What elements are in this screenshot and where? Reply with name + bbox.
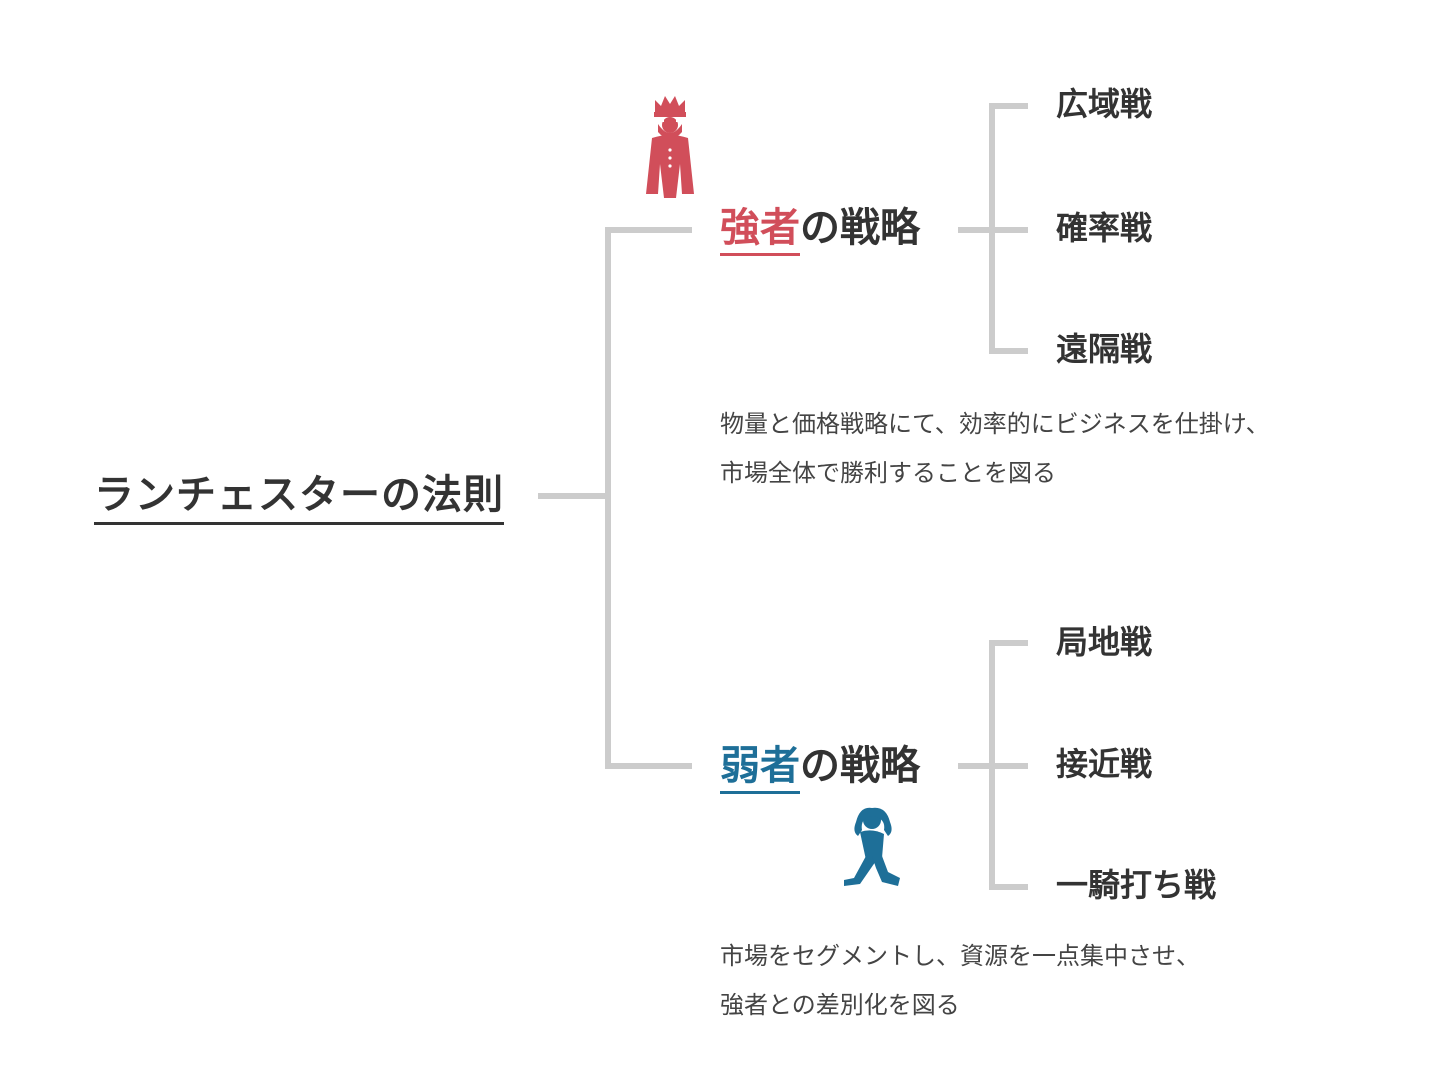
root-title: ランチェスターの法則: [94, 472, 504, 525]
weak-strategy-title: 弱者の戦略: [720, 743, 920, 794]
strong-description-line-2: 市場全体で勝利することを図る: [720, 459, 1056, 487]
weak-description-line-1: 市場をセグメントし、資源を一点集中させ、: [720, 942, 1200, 970]
weak-description-line-2: 強者との差別化を図る: [720, 991, 960, 1019]
struggling-person-icon: [844, 807, 900, 886]
tactic-local: 局地戦: [1056, 623, 1153, 661]
tactic-long-range: 遠隔戦: [1056, 330, 1153, 368]
tactic-wide-area: 広域戦: [1056, 85, 1153, 123]
tactic-probability: 確率戦: [1056, 209, 1153, 247]
weak-title-rest: の戦略: [800, 743, 920, 789]
strong-highlight: 強者: [720, 205, 800, 256]
tactic-single-combat: 一騎打ち戦: [1056, 866, 1217, 904]
weak-description: 市場をセグメントし、資源を一点集中させ、 強者との差別化を図る: [720, 932, 1200, 1030]
strong-title-rest: の戦略: [800, 205, 920, 251]
strong-strategy-title: 強者の戦略: [720, 205, 920, 256]
strong-description-line-1: 物量と価格戦略にて、効率的にビジネスを仕掛け、: [720, 410, 1270, 438]
king-icon: [646, 96, 694, 198]
tactic-close-combat: 接近戦: [1056, 745, 1153, 783]
weak-highlight: 弱者: [720, 743, 800, 794]
strong-description: 物量と価格戦略にて、効率的にビジネスを仕掛け、 市場全体で勝利することを図る: [720, 400, 1270, 498]
